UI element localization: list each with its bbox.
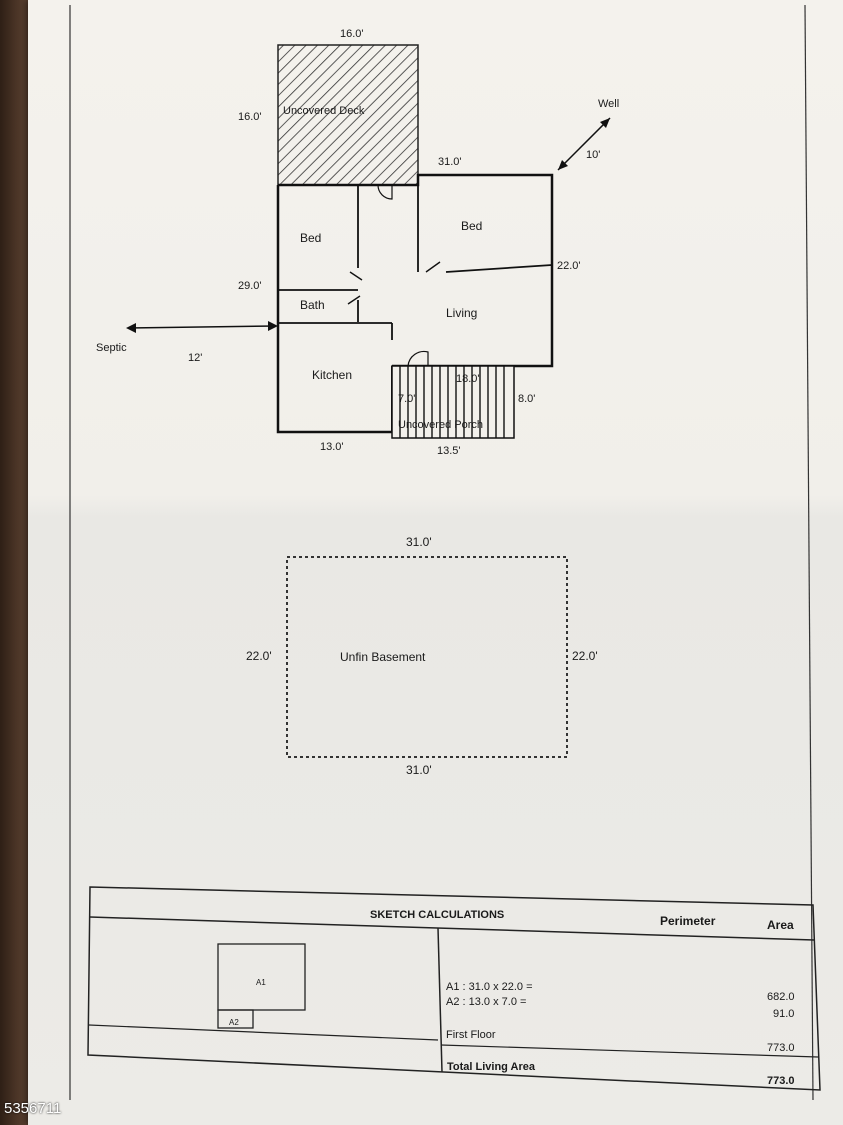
porch-bottom-label: 13.5'	[437, 445, 461, 457]
uncovered-porch-area	[391, 365, 515, 439]
house-outline-left	[276, 185, 392, 434]
basement-top-label: 31.0'	[406, 535, 432, 549]
door-deck	[377, 184, 393, 200]
basement-outline	[286, 556, 568, 758]
basement-bottom-label: 31.0'	[406, 763, 432, 777]
thumb-a1-outline	[217, 943, 306, 1011]
door-bed-right	[425, 261, 441, 273]
porch-label: Uncovered Porch	[398, 419, 483, 431]
page-border-right	[804, 4, 814, 1101]
paper-sheet	[28, 0, 843, 1125]
kitchen-bottom-label: 13.0'	[320, 441, 344, 453]
bed-right-bottom-wall	[445, 264, 553, 273]
basement-label: Unfin Basement	[340, 650, 426, 664]
right-length-label: 22.0'	[557, 260, 581, 272]
calc-area-a2: 91.0	[773, 1008, 794, 1020]
room-kitchen: Kitchen	[312, 368, 352, 382]
sketch-calculations-table	[87, 886, 821, 1091]
door-bed-left	[349, 271, 363, 281]
calc-area-a1: 682.0	[767, 991, 795, 1003]
top-length-label: 31.0'	[438, 156, 462, 168]
calc-col-area: Area	[767, 918, 794, 932]
room-bed-right: Bed	[461, 219, 482, 233]
basement-left-label: 22.0'	[246, 649, 272, 663]
calc-row-a1: A1 : 31.0 x 22.0 =	[446, 981, 533, 993]
porch-left-label: 7.0'	[398, 393, 415, 405]
room-bath: Bath	[300, 298, 325, 312]
door-porch	[407, 350, 429, 367]
calc-col-perimeter: Perimeter	[660, 914, 716, 928]
septic-distance-label: 12'	[188, 352, 202, 364]
room-bed-left: Bed	[300, 231, 321, 245]
calc-row-a2: A2 : 13.0 x 7.0 =	[446, 996, 526, 1008]
left-length-label: 29.0'	[238, 280, 262, 292]
porch-top-label: 18.0'	[456, 373, 480, 385]
well-distance-label: 10'	[586, 149, 600, 161]
door-bath	[347, 295, 361, 305]
septic-arrow-right-head	[268, 321, 278, 331]
basement-right-label: 22.0'	[572, 649, 598, 663]
calc-title: SKETCH CALCULATIONS	[370, 909, 504, 921]
thumb-a1-label: A1	[256, 978, 266, 987]
calc-first-floor-area: 773.0	[767, 1042, 795, 1054]
deck-depth-label: 16.0'	[238, 111, 262, 123]
thumb-a2-outline	[217, 1009, 254, 1029]
room-living: Living	[446, 306, 477, 320]
septic-arrow	[127, 325, 277, 329]
thumb-a2-label: A2	[229, 1018, 239, 1027]
deck-width-label: 16.0'	[340, 28, 364, 40]
house-outline-right	[278, 173, 554, 368]
well-arrow-head	[600, 118, 610, 128]
well-arrow-tail	[558, 160, 568, 170]
porch-right-label: 8.0'	[518, 393, 535, 405]
deck-label: Uncovered Deck	[283, 105, 365, 117]
calc-total-label: Total Living Area	[447, 1061, 536, 1073]
calc-total-area: 773.0	[767, 1075, 795, 1087]
well-label: Well	[598, 98, 619, 110]
listing-id-watermark: 5356711	[4, 1100, 62, 1117]
well-arrow	[557, 117, 611, 171]
septic-arrow-left-head	[126, 323, 136, 333]
septic-label: Septic	[96, 342, 127, 354]
calc-first-floor-label: First Floor	[446, 1029, 496, 1041]
